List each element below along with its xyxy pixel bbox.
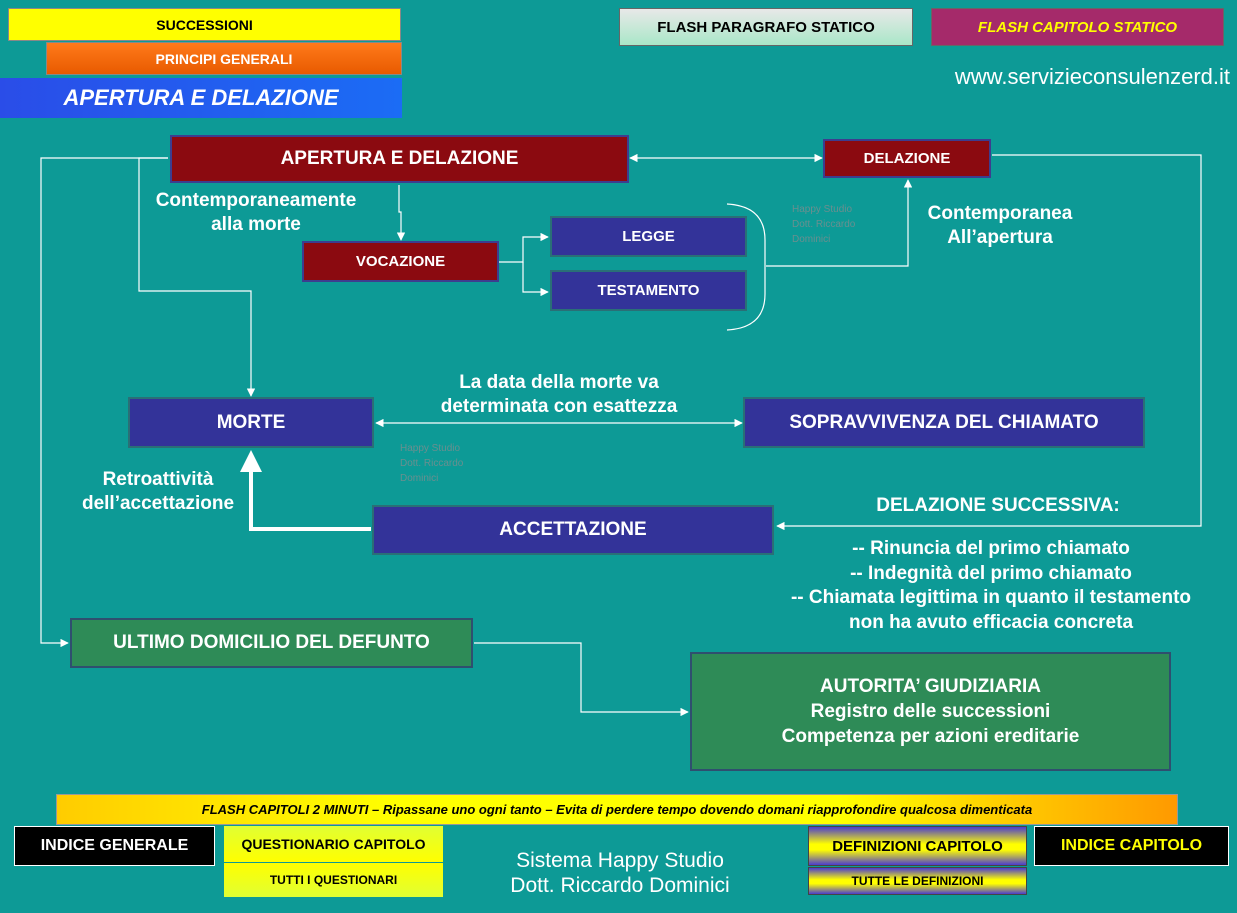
label-line: La data della morte va	[459, 372, 659, 393]
autorita-line-1: AUTORITA’ GIUDIZIARIA	[820, 675, 1041, 697]
data-morte-label: La data della morte va determinata con e…	[410, 371, 708, 419]
label-line: alla morte	[211, 213, 301, 235]
autorita-giudiziaria-node: AUTORITA’ GIUDIZIARIA Registro delle suc…	[690, 652, 1171, 771]
definizioni-capitolo-button[interactable]: DEFINIZIONI CAPITOLO	[808, 826, 1027, 866]
watermark: Happy Studio Dott. Riccardo Dominici	[792, 202, 855, 247]
watermark: Happy Studio Dott. Riccardo Dominici	[400, 441, 463, 486]
footer-line: Sistema Happy Studio	[516, 849, 724, 872]
label-line: Contemporaneamente	[155, 190, 357, 211]
label-line: determinata con esattezza	[440, 395, 678, 417]
website-url[interactable]: www.servizieconsulenzerd.it	[954, 64, 1230, 89]
watermark-line: Dott. Riccardo	[792, 219, 856, 230]
page-title: APERTURA E DELAZIONE	[0, 78, 402, 118]
list-item: -- Rinuncia del primo chiamato	[852, 538, 1130, 559]
tutti-questionari-button[interactable]: TUTTI I QUESTIONARI	[224, 863, 443, 897]
delazione-node: DELAZIONE	[823, 139, 991, 178]
flash-capitolo-button[interactable]: FLASH CAPITOLO STATICO	[931, 8, 1224, 46]
list-item: -- Chiamata legittima in quanto il testa…	[790, 587, 1192, 609]
autorita-line-2: Registro delle successioni	[810, 700, 1051, 722]
vocazione-node: VOCAZIONE	[302, 241, 499, 282]
testamento-node: TESTAMENTO	[550, 270, 747, 311]
label-line: Retroattività	[102, 469, 214, 490]
footer-line: Dott. Riccardo Dominici	[510, 874, 730, 898]
questionario-capitolo-button[interactable]: QUESTIONARIO CAPITOLO	[224, 826, 443, 862]
indice-capitolo-button[interactable]: INDICE CAPITOLO	[1034, 826, 1229, 866]
ultimo-domicilio-node: ULTIMO DOMICILIO DEL DEFUNTO	[70, 618, 473, 668]
list-item: -- Indegnità del primo chiamato	[850, 562, 1132, 584]
morte-node: MORTE	[128, 397, 374, 448]
contemporanea-label: Contemporanea All’apertura	[900, 202, 1100, 250]
flash-capitoli-banner[interactable]: FLASH CAPITOLI 2 MINUTI – Ripassane uno …	[56, 794, 1178, 825]
watermark-line: Happy Studio	[792, 204, 853, 215]
delazione-successiva-list: -- Rinuncia del primo chiamato -- Indegn…	[760, 537, 1222, 636]
accettazione-node: ACCETTAZIONE	[372, 505, 774, 555]
indice-generale-button[interactable]: INDICE GENERALE	[14, 826, 215, 866]
delazione-successiva-title: DELAZIONE SUCCESSIVA:	[876, 495, 1120, 516]
sistema-happy-studio: Sistema Happy Studio Dott. Riccardo Domi…	[470, 848, 770, 898]
autorita-line-3: Competenza per azioni ereditarie	[781, 726, 1080, 748]
contemporaneamente-label: Contemporaneamente alla morte	[140, 189, 372, 237]
label-line: dell’accettazione	[81, 492, 235, 514]
label-line: All’apertura	[947, 226, 1053, 248]
tutte-definizioni-button[interactable]: TUTTE LE DEFINIZIONI	[808, 867, 1027, 895]
label-line: Contemporanea	[927, 203, 1073, 224]
flash-paragrafo-button[interactable]: FLASH PARAGRAFO STATICO	[619, 8, 913, 46]
successioni-button[interactable]: SUCCESSIONI	[8, 8, 401, 41]
sopravvivenza-node: SOPRAVVIVENZA DEL CHIAMATO	[743, 397, 1145, 448]
apertura-delazione-node: APERTURA E DELAZIONE	[170, 135, 629, 183]
list-item: non ha avuto efficacia concreta	[848, 612, 1134, 634]
principi-generali-button[interactable]: PRINCIPI GENERALI	[46, 42, 402, 75]
watermark-line: Dominici	[400, 473, 439, 484]
watermark-line: Dott. Riccardo	[400, 458, 464, 469]
watermark-line: Dominici	[792, 234, 831, 245]
watermark-line: Happy Studio	[400, 443, 461, 454]
retroattivita-label: Retroattività dell’accettazione	[64, 468, 252, 516]
legge-node: LEGGE	[550, 216, 747, 257]
